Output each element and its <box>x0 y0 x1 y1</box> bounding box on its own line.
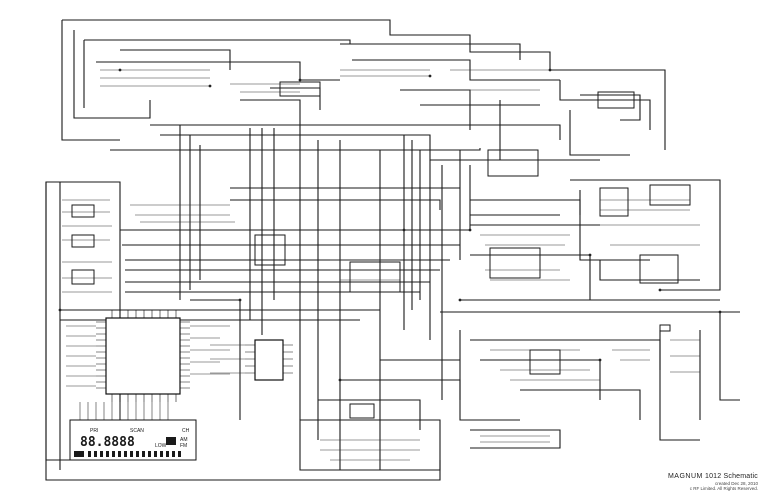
lcd-mode-fm: FM <box>180 443 187 449</box>
lcd-indicator-scan: SCAN <box>130 428 144 434</box>
lcd-low-label: LOW <box>155 443 167 449</box>
vertical-bus <box>179 125 471 470</box>
lcd-digits: 88.8888 <box>80 435 135 450</box>
lcd-mode-am: AM <box>180 437 188 443</box>
lcd-indicator-pri: PRI <box>90 428 98 434</box>
created-date: created Dec 28, 2010 <box>714 480 758 486</box>
central-ic <box>210 339 293 381</box>
lcd-bargraph <box>74 451 181 457</box>
title-block: MAGNUM 1012 Schematic created Dec 28, 20… <box>668 473 758 491</box>
middle-section <box>60 149 740 321</box>
lower-section <box>299 312 740 471</box>
lcd-display: PRI SCAN CH 88.8888 AM FM LOW <box>69 419 197 461</box>
title-line: MAGNUM 1012 Schematic <box>668 473 758 481</box>
lcd-channel-label: CH <box>182 428 190 434</box>
schematic-title: 1012 Schematic <box>705 472 758 480</box>
rights-notice: c RF Limited. All Rights Reserved. <box>689 485 758 491</box>
brand-name: MAGNUM <box>667 472 703 480</box>
component-marks <box>58 68 722 382</box>
mcu-chip <box>66 299 241 420</box>
lcd-mode-box <box>166 437 176 445</box>
upper-section <box>61 19 666 161</box>
